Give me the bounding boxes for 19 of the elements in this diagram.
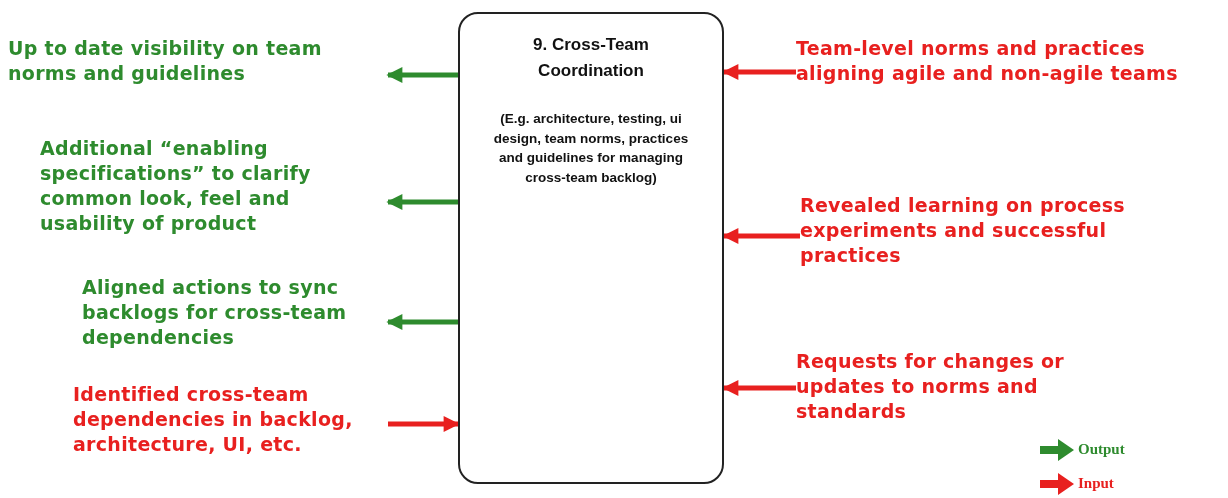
output-text: Additional “enabling specifications” to clarify common look, feel and usability of product: [40, 136, 388, 240]
arrow: [722, 64, 796, 80]
input-text: Requests for changes or updates to norms and standards: [796, 349, 1126, 427]
arrow: [722, 380, 796, 396]
input-text: Team-level norms and practices aligning agile and non-agile teams: [796, 36, 1226, 88]
legend-label: Input: [1078, 475, 1114, 492]
arrow: [386, 67, 458, 83]
arrow: [386, 194, 458, 210]
arrow: [388, 416, 460, 432]
input-text: Revealed learning on process experiments and successful practices: [800, 193, 1150, 271]
process-box: [458, 12, 724, 484]
arrow: [722, 228, 800, 244]
output-text: Up to date visibility on team norms and guidelines: [8, 36, 388, 88]
input-text: Identified cross-team dependencies in backlog, architecture, UI, etc.: [73, 382, 388, 460]
output-text: Aligned actions to sync backlogs for cross-team dependencies: [82, 275, 388, 353]
box-description: (E.g. architecture, testing, ui design, team norms, practices and guidelines for managing cross-team backlog): [492, 110, 690, 187]
arrow: [386, 314, 458, 330]
box-title: 9. Cross-Team Coordination: [532, 34, 650, 82]
legend-label: Output: [1078, 441, 1125, 458]
